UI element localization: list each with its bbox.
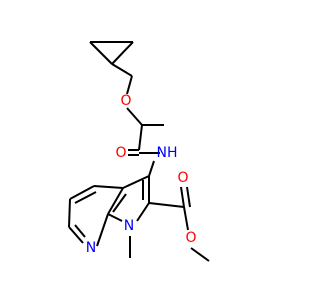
bond-c6-n7-outer (68, 226, 84, 244)
bond-c2-n1 (136, 202, 150, 222)
bond-ester-c-o (183, 206, 189, 231)
atom-pyridine-nitrogen: N (86, 240, 96, 256)
atom-amide-carbonyl-oxygen: O (115, 145, 126, 161)
bond-ch-carbonyl-c (138, 124, 143, 151)
atom-ether-oxygen: O (120, 93, 131, 109)
bond-c7a-c3a-inner (112, 193, 127, 213)
bond-n7-c7a (96, 213, 109, 247)
bond-n1-c7a (107, 213, 123, 222)
atom-pyrrole-nitrogen: N (124, 218, 134, 234)
bond-c2-ester-c (148, 202, 185, 208)
atom-amide-nitrogen: NH (157, 145, 178, 161)
bond-cyclopropyl-ch2 (111, 63, 133, 77)
bond-cyclopropyl-2 (89, 41, 113, 65)
bond-ester-co-outer (180, 186, 185, 208)
bond-nh-pyrrole-c3 (148, 160, 155, 177)
bond-ch2-ether-o (126, 75, 133, 95)
bond-cyclopropyl-3 (111, 41, 134, 65)
atom-ester-carbonyl-oxygen: O (177, 170, 188, 186)
bond-c4-c5-inner (74, 191, 97, 204)
bond-ester-co-inner (186, 186, 191, 208)
bond-c6-n7-inner (74, 224, 86, 238)
bond-c4-c5-outer (69, 185, 95, 200)
molecule-structure-diagram: O O NH O O N N (68, 41, 210, 262)
bond-ether-o-ch (126, 107, 143, 126)
bond-c7a-c3a-outer (107, 187, 124, 215)
atom-ester-oxygen: O (185, 230, 196, 246)
bond-c3-c3a (122, 175, 150, 189)
bond-c5-c6 (68, 198, 71, 228)
bond-ester-o-methyl (190, 247, 210, 262)
bond-c3a-c4 (93, 185, 124, 189)
